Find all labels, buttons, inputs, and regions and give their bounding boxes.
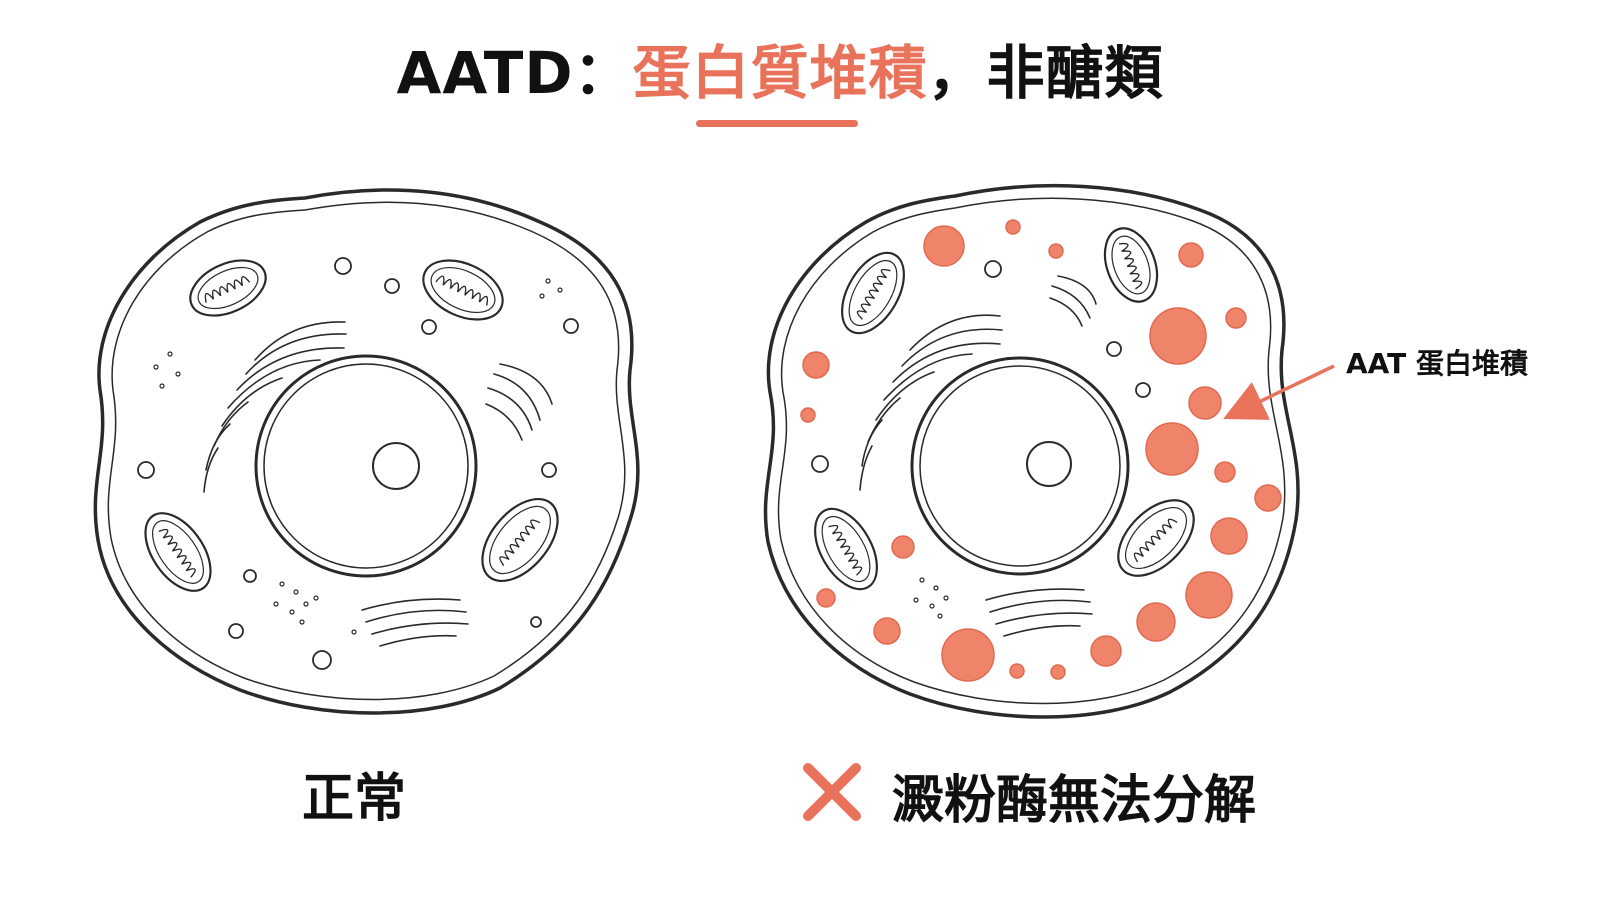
mitochondrion [1117, 499, 1195, 577]
vesicle [421, 319, 437, 335]
vesicle [384, 278, 400, 294]
aggregate-droplet [1005, 219, 1021, 235]
vesicle [334, 257, 352, 275]
aggregate-droplet [891, 535, 915, 559]
vesicle [137, 461, 155, 479]
mitochondrion [422, 259, 504, 321]
mitochondrion [814, 507, 878, 591]
aggregate-droplet [1185, 571, 1233, 619]
normal-cell-membrane [93, 188, 640, 715]
aatd-nucleus [910, 356, 1130, 576]
aggregate-droplet [1178, 242, 1204, 268]
endoplasmic-reticulum [859, 314, 1003, 491]
normal-cell-membrane-inner [107, 201, 626, 701]
x-icon [803, 763, 861, 821]
normal-cell [93, 188, 640, 715]
vesicle [984, 260, 1002, 278]
aatd-nucleus-inner [919, 365, 1121, 567]
aggregate-droplet [1214, 461, 1236, 483]
normal-nucleolus [372, 442, 420, 490]
vesicle [811, 455, 829, 473]
endoplasmic-reticulum [203, 321, 347, 493]
aggregate-droplet [923, 225, 965, 267]
vesicle [228, 623, 244, 639]
aatd-cell-membrane [763, 183, 1300, 719]
aggregate-droplet [941, 628, 995, 682]
aggregate-droplet [1090, 635, 1122, 667]
title-suffix: ，非醣類 [927, 39, 1164, 107]
normal-nucleus [254, 354, 478, 578]
aggregate-droplet [1145, 422, 1199, 476]
golgi-apparatus [485, 363, 553, 441]
vesicle [312, 650, 332, 670]
vesicle [563, 318, 579, 334]
aggregate-droplet [1048, 243, 1064, 259]
vesicle [541, 462, 557, 478]
aggregate-droplet [1225, 307, 1247, 329]
normal-cell-caption: 正常 [302, 769, 407, 829]
aatd-nucleolus [1026, 441, 1072, 487]
mitochondrion [189, 259, 267, 317]
vesicle [243, 569, 257, 583]
title-prefix: AATD： [396, 39, 633, 107]
mitochondrion [144, 512, 212, 592]
mitochondrion [841, 251, 905, 335]
aggregate-droplet [873, 617, 901, 645]
aggregate-droplet [1009, 663, 1025, 679]
mitochondrion [1103, 227, 1159, 303]
mitochondrion [481, 497, 559, 583]
golgi-apparatus [361, 598, 469, 647]
aggregate-droplet [1149, 307, 1207, 365]
ribosomes [913, 577, 949, 619]
vesicle [1135, 382, 1151, 398]
aggregate-droplet [1136, 602, 1176, 642]
aat-protein-aggregates [800, 219, 1282, 682]
aatd-cell-membrane-inner [777, 197, 1286, 705]
aatd-cell [763, 183, 1300, 719]
golgi-apparatus [1049, 275, 1097, 327]
title-underline [696, 120, 858, 127]
aggregate-droplet [800, 407, 816, 423]
title-highlight: 蛋白質堆積 [632, 39, 928, 107]
normal-nucleus-inner [263, 363, 469, 569]
vesicle [530, 616, 542, 628]
aat-aggregate-callout: AAT 蛋白堆積 [1346, 347, 1529, 380]
aggregate-droplet [802, 351, 830, 379]
aatd-cell-caption: 澱粉酶無法分解 [892, 771, 1257, 831]
aggregate-droplet [1210, 517, 1248, 555]
callout-arrow [1223, 364, 1335, 420]
vesicle [1106, 341, 1122, 357]
aggregate-droplet [1254, 484, 1282, 512]
aggregate-droplet [816, 588, 836, 608]
aggregate-droplet [1050, 664, 1066, 680]
page-title: AATD：蛋白質堆積，非醣類 [0, 26, 1560, 110]
aggregate-droplet [1188, 386, 1222, 420]
golgi-apparatus [985, 588, 1093, 637]
ribosomes [153, 278, 563, 635]
